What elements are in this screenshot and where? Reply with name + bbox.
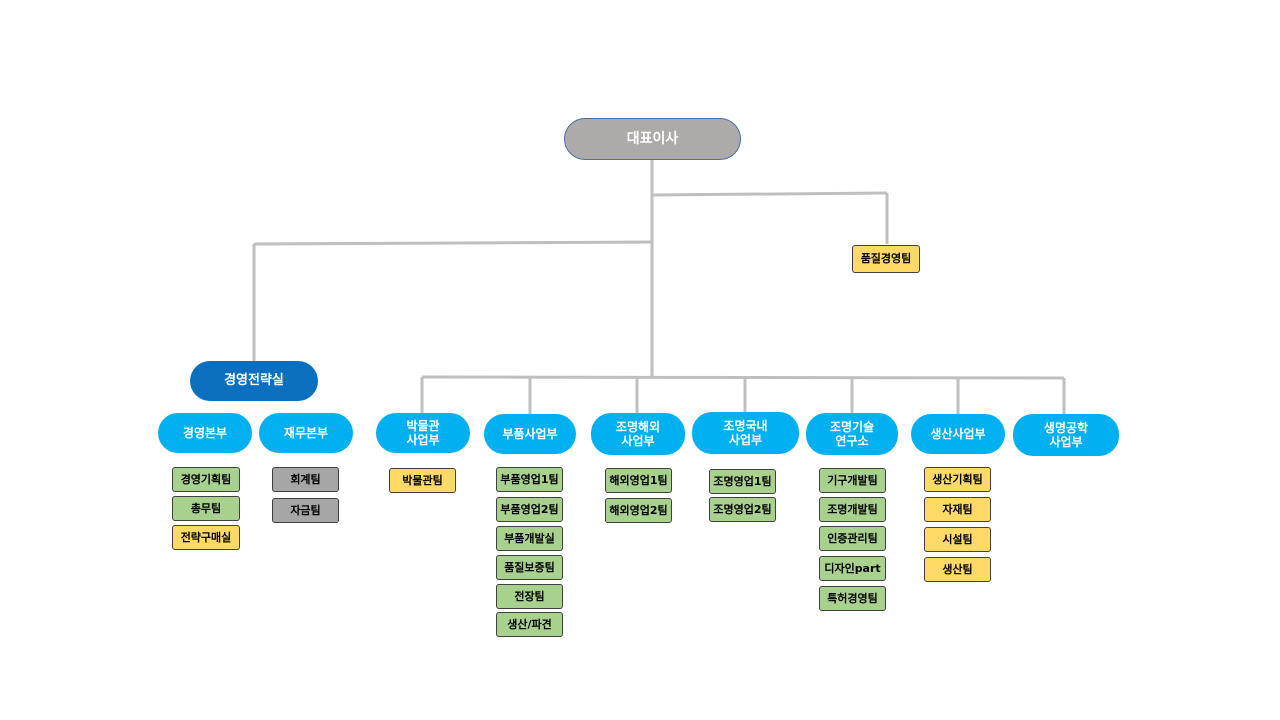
team-box: 생산/파견 bbox=[496, 612, 563, 637]
parts-division: 부품사업부 bbox=[484, 414, 576, 454]
team-box: 전장팀 bbox=[496, 584, 563, 609]
team-box: 박물관팀 bbox=[389, 468, 456, 493]
team-box: 경영기획팀 bbox=[172, 467, 240, 492]
team-box: 생산기획팀 bbox=[924, 467, 991, 492]
lighting-overseas-division: 조명해외 사업부 bbox=[591, 413, 685, 455]
team-box: 기구개발팀 bbox=[819, 468, 886, 493]
finance-division: 재무본부 bbox=[259, 413, 353, 453]
strategy-office-node: 경영전략실 bbox=[190, 361, 318, 401]
team-box: 조명개발팀 bbox=[819, 497, 886, 522]
ceo-node: 대표이사 bbox=[564, 118, 741, 160]
team-box: 자금팀 bbox=[272, 498, 339, 523]
lighting-domestic-division: 조명국내 사업부 bbox=[692, 412, 799, 454]
team-box: 해외영업2팀 bbox=[605, 498, 672, 523]
team-box: 생산팀 bbox=[924, 557, 991, 582]
team-box: 부품영업2팀 bbox=[496, 497, 563, 522]
team-box: 총무팀 bbox=[172, 496, 240, 521]
team-box: 시설팀 bbox=[924, 527, 991, 552]
team-box: 해외영업1팀 bbox=[605, 468, 672, 493]
museum-division: 박물관 사업부 bbox=[376, 413, 470, 453]
team-box: 디자인part bbox=[819, 556, 886, 581]
lighting-rnd-division: 조명기술 연구소 bbox=[806, 413, 898, 455]
team-box: 자재팀 bbox=[924, 497, 991, 522]
team-box: 조명영업2팀 bbox=[709, 497, 776, 522]
biotech-division: 생명공학 사업부 bbox=[1013, 414, 1119, 456]
quality-management-team: 품질경영팀 bbox=[852, 245, 920, 273]
production-division: 생산사업부 bbox=[911, 414, 1005, 454]
team-box: 전략구매실 bbox=[172, 525, 240, 550]
team-box: 부품개발실 bbox=[496, 526, 563, 551]
team-box: 부품영업1팀 bbox=[496, 467, 563, 492]
team-box: 조명영업1팀 bbox=[709, 469, 776, 494]
management-division: 경영본부 bbox=[158, 413, 252, 453]
team-box: 특허경영팀 bbox=[819, 586, 886, 611]
team-box: 품질보증팀 bbox=[496, 555, 563, 580]
team-box: 회계팀 bbox=[272, 467, 339, 492]
team-box: 인증관리팀 bbox=[819, 526, 886, 551]
